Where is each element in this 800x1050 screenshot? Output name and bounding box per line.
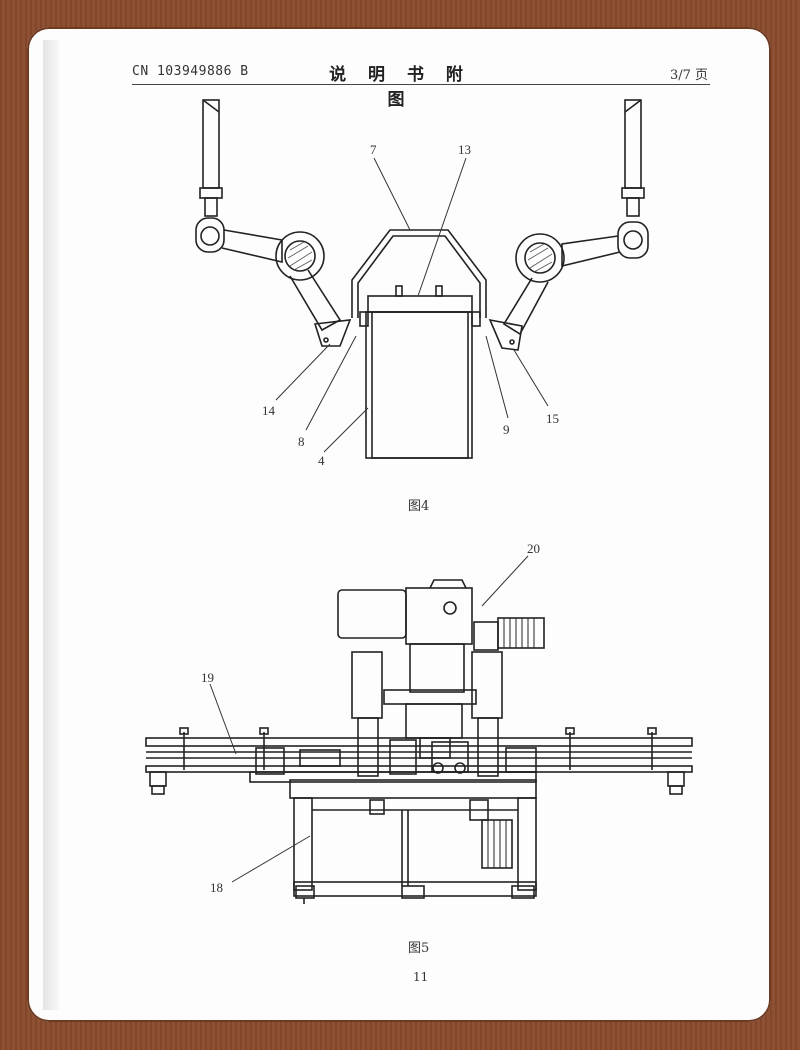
fig4-label-13: 13 bbox=[458, 142, 471, 157]
page-title: 说 明 书 附 图 bbox=[329, 65, 471, 110]
fig4-label-9: 9 bbox=[503, 422, 510, 437]
page-number: 11 bbox=[413, 970, 429, 984]
document-page bbox=[27, 27, 771, 1022]
patent-number: CN 103949886 B bbox=[132, 64, 249, 79]
fig5-label-19: 19 bbox=[201, 670, 214, 685]
header-rule bbox=[132, 84, 710, 85]
fig4-label-8: 8 bbox=[298, 434, 305, 449]
fig4-label-4: 4 bbox=[318, 453, 325, 468]
fig5-label-20: 20 bbox=[527, 541, 540, 556]
figure-5-drawing: 20 19 18 bbox=[145, 541, 693, 904]
fig4-label-14: 14 bbox=[262, 403, 276, 418]
fig4-label-7: 7 bbox=[370, 142, 377, 157]
sheet-indicator: 3/7 页 bbox=[669, 68, 708, 83]
figure-4-drawing: 7 13 14 8 4 9 15 bbox=[195, 99, 649, 468]
figure-4-caption: 图4 bbox=[408, 499, 430, 514]
page-binding-shadow bbox=[43, 40, 59, 1010]
fig5-label-18: 18 bbox=[210, 880, 223, 895]
fig4-label-15: 15 bbox=[546, 411, 559, 426]
figure-5-caption: 图5 bbox=[408, 941, 430, 956]
